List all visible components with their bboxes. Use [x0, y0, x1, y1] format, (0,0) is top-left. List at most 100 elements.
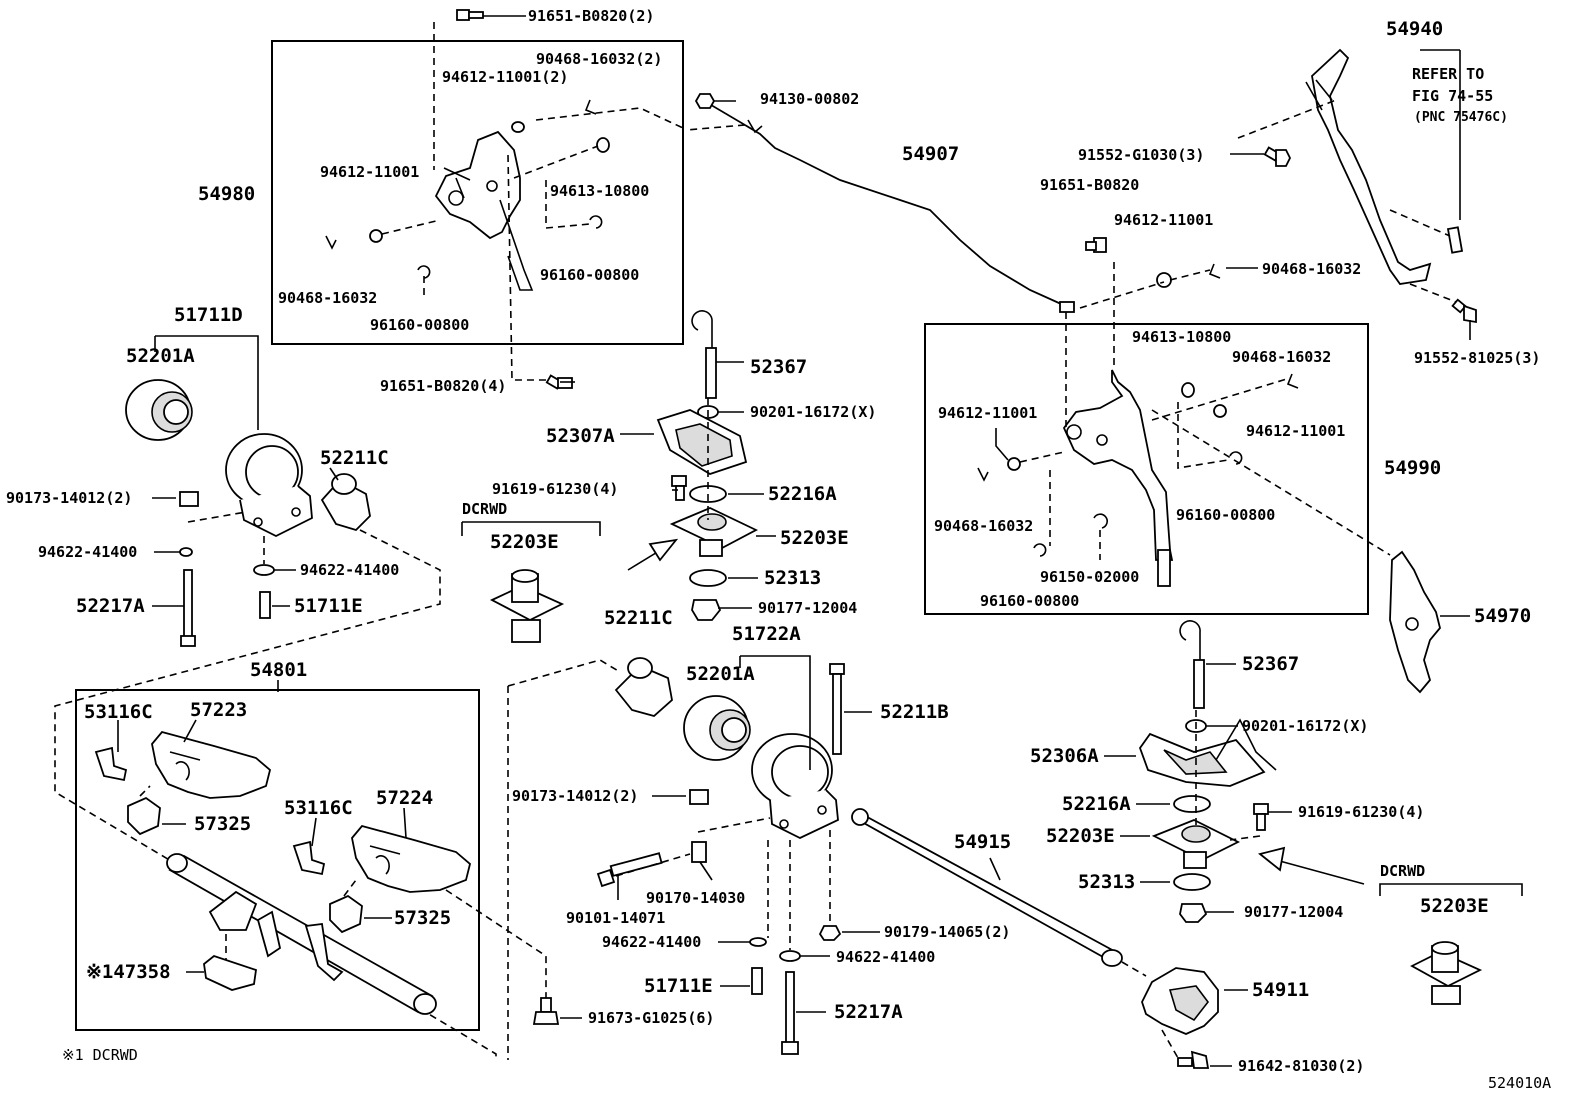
label-94612-11001-b: 94612-11001 [1114, 211, 1213, 229]
eclip-96160-r2 [1033, 543, 1047, 557]
group-box-54980 [271, 40, 684, 345]
label-54970: 54970 [1474, 605, 1531, 627]
label-52217a-left: 52217A [76, 595, 145, 617]
eclip-96160-r1 [1229, 451, 1243, 465]
diagram-id: 524010A [1488, 1074, 1551, 1092]
label-94622-41400-b: 94622-41400 [300, 561, 399, 579]
label-94612-11001-d: 94612-11001 [1246, 422, 1345, 440]
group-box-54990 [924, 323, 1369, 615]
mount-52203e-dcrwd-left [489, 569, 565, 643]
label-57223: 57223 [190, 699, 247, 721]
label-54940: 54940 [1386, 18, 1443, 40]
nut-90179 [818, 925, 842, 941]
label-90468-16032-b: 90468-16032 [1262, 260, 1361, 278]
washer-94613 [596, 137, 610, 153]
bolt-51711e-center [751, 967, 763, 995]
label-52313-right: 52313 [1078, 871, 1135, 893]
bolt-51711e-left [259, 591, 271, 619]
label-90468-16032-c: 90468-16032 [1232, 348, 1331, 366]
label-54990: 54990 [1384, 457, 1441, 479]
hook-52367-center [691, 310, 717, 399]
label-52307a: 52307A [546, 425, 615, 447]
nut-90177-right [1179, 903, 1208, 923]
label-91651-b0820: 91651-B0820 [1040, 176, 1139, 194]
bolt-90101 [596, 852, 663, 888]
label-96150-02000: 96150-02000 [1040, 568, 1139, 586]
label-90173-14012-2-center: 90173-14012(2) [512, 787, 638, 805]
bracket-52306a [1138, 718, 1277, 787]
label-94612-11001-2: 94612-11001(2) [442, 68, 568, 86]
label-91673-g1025-6: 91673-G1025(6) [588, 1009, 714, 1027]
washer-94612-b [369, 229, 383, 243]
clip-90468-r2 [1208, 263, 1221, 279]
label-51722a: 51722A [732, 623, 801, 645]
nut-90173-left [179, 491, 199, 507]
label-91651-b0820-2: 91651-B0820(2) [528, 7, 654, 25]
refer-line3: (PNC 75476C) [1414, 110, 1508, 125]
label-52367-center: 52367 [750, 356, 807, 378]
washer-52313-right [1173, 873, 1211, 891]
label-52211c-center: 52211C [604, 607, 673, 629]
clip-90468-b [325, 235, 337, 250]
hook-52367-right [1179, 620, 1205, 709]
bolt-91619-right [1253, 803, 1269, 831]
label-52306a: 52306A [1030, 745, 1099, 767]
clip-90468-r3 [977, 467, 989, 482]
label-90173-14012-2-left: 90173-14012(2) [6, 489, 132, 507]
clip-90468-a [584, 99, 597, 115]
washer-94612-a [511, 121, 525, 133]
label-90468-16032-a: 90468-16032 [278, 289, 377, 307]
nut-90173-center [689, 789, 709, 805]
bolt-52217a-center [781, 971, 799, 1055]
label-96160-00800-c: 96160-00800 [1176, 506, 1275, 524]
washer-52313-center [689, 569, 727, 587]
bracket-57223 [151, 730, 272, 799]
label-90177-12004-center: 90177-12004 [758, 599, 857, 617]
bracket-47358 [203, 954, 257, 991]
bracket-51711d [225, 433, 313, 538]
bushing-52211c-left [320, 473, 371, 532]
washer-52216a-right [1173, 795, 1211, 813]
eclip-96150 [1093, 513, 1108, 529]
bracket-54970 [1389, 550, 1441, 694]
bolt-91619-center [671, 475, 687, 501]
label-52201a-center: 52201A [686, 663, 755, 685]
label-94622-41400-c: 94622-41400 [602, 933, 701, 951]
label-91642-81030-2: 91642-81030(2) [1238, 1057, 1364, 1075]
bracket-54911 [1141, 967, 1219, 1035]
label-91619-61230-4-center: 91619-61230(4) [492, 480, 618, 498]
label-54801: 54801 [250, 659, 307, 681]
label-52203e-right: 52203E [1046, 825, 1115, 847]
label-52211b: 52211B [880, 701, 949, 723]
bushing-52201a-center [683, 695, 751, 761]
label-91651-b0820-4: 91651-B0820(4) [380, 377, 506, 395]
label-57325-right: 57325 [394, 907, 451, 929]
label-51711e-left: 51711E [294, 595, 363, 617]
label-96160-00800-a: 96160-00800 [540, 266, 639, 284]
collar-90170 [691, 841, 707, 863]
label-52217a-center: 52217A [834, 1001, 903, 1023]
label-96160-00800-d: 96160-00800 [980, 592, 1079, 610]
label-90201-16172-center: 90201-16172(X) [750, 403, 876, 421]
washer-94613-r [1181, 382, 1195, 398]
lever-54940 [1305, 48, 1464, 285]
label-52313-center: 52313 [764, 567, 821, 589]
nut-90177-center [691, 599, 722, 621]
label-94613-10800-a: 94613-10800 [550, 182, 649, 200]
label-94622-41400-a: 94622-41400 [38, 543, 137, 561]
bushing-52211c-center [614, 657, 673, 717]
label-94612-11001-c: 94612-11001 [938, 404, 1037, 422]
footnote: ※1 DCRWD [62, 1046, 138, 1064]
label-57325-left: 57325 [194, 813, 251, 835]
clip-90468-r1 [1286, 373, 1299, 389]
label-dcrwd-left: DCRWD [462, 500, 507, 518]
label-54911: 54911 [1252, 979, 1309, 1001]
label-52211c-left: 52211C [320, 447, 389, 469]
label-52203e-dcrwd-left: 52203E [490, 531, 559, 553]
washer-94622-left2 [253, 564, 275, 576]
crossmember-tube [166, 853, 437, 1015]
bushing-52201a-left [125, 379, 193, 441]
label-dcrwd-right: DCRWD [1380, 862, 1425, 880]
bracket-54980 [434, 130, 534, 291]
